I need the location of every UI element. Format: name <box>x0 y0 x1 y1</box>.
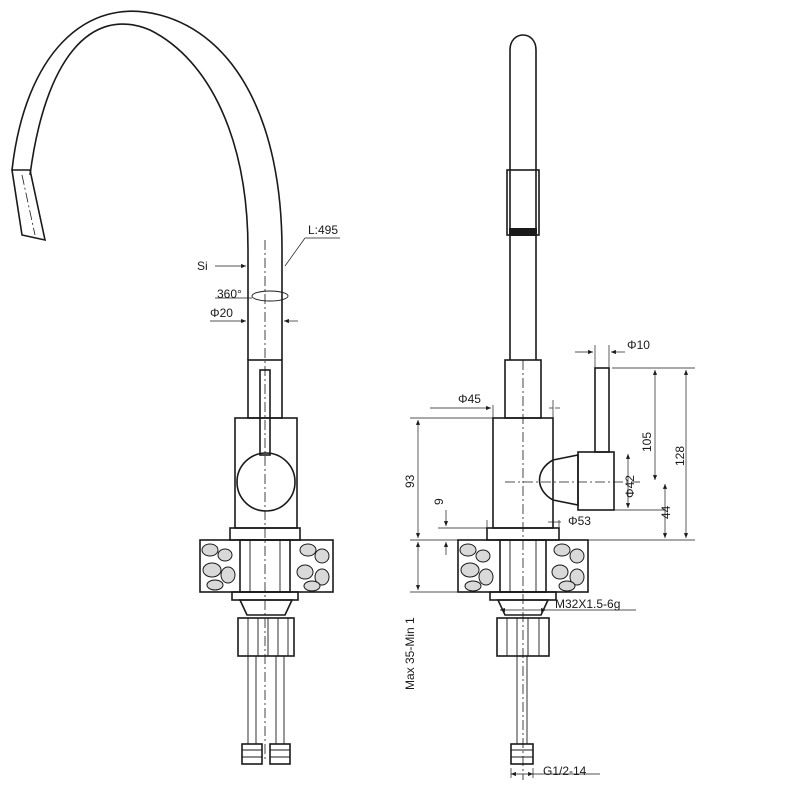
label-length: L:495 <box>308 223 338 237</box>
label-handle-diameter: Φ10 <box>627 338 650 352</box>
rotation-ellipse <box>251 290 289 302</box>
front-view: Si L:495 360° Φ20 <box>11 10 340 765</box>
label-counter-thickness: Max 35-Min 1 <box>403 617 417 690</box>
label-spout-diameter: Φ20 <box>210 306 233 320</box>
label-105: 105 <box>640 432 654 452</box>
spout-tip <box>11 169 47 242</box>
aerator <box>506 169 540 236</box>
label-rotation: 360° <box>217 287 242 301</box>
spout-inner <box>11 10 283 360</box>
label-128: 128 <box>673 446 687 466</box>
side-cartridge <box>577 451 615 511</box>
stone-pattern-left <box>201 543 330 592</box>
hose-right <box>275 655 285 745</box>
stone-pattern-right <box>459 543 585 592</box>
label-thread: M32X1.5-6g <box>555 597 620 611</box>
hose-fitting-left <box>241 743 263 765</box>
handle-lever <box>259 369 271 456</box>
label-base-diameter: Φ53 <box>568 514 591 528</box>
label-93: 93 <box>403 474 417 488</box>
hose-fitting-right <box>269 743 291 765</box>
side-spout <box>509 34 537 360</box>
side-hose <box>516 655 528 745</box>
label-42: Φ42 <box>623 475 637 498</box>
label-body-diameter: Φ45 <box>458 392 481 406</box>
knob <box>236 452 296 512</box>
mount-washer <box>238 599 294 616</box>
length-leader <box>284 237 306 267</box>
label-44: 44 <box>659 505 673 519</box>
hose-left <box>247 655 257 745</box>
aerator-outlet <box>509 228 537 236</box>
side-knob <box>538 454 579 506</box>
side-lever <box>594 367 610 453</box>
fixing-nut <box>237 617 295 657</box>
label-hose-thread: G1/2-14 <box>543 764 587 778</box>
label-si: Si <box>197 259 208 273</box>
spout-outer <box>29 23 249 360</box>
label-9: 9 <box>432 498 446 505</box>
side-hose-fitting <box>510 743 534 765</box>
side-view: Φ10 Φ45 105 128 Φ42 44 93 9 Φ53 Max 35-M… <box>403 34 695 780</box>
